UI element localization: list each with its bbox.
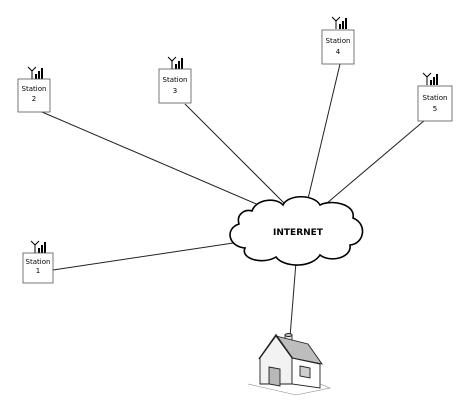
antenna-icon [422,72,438,85]
station-4-number: 4 [336,48,341,56]
antenna-icon [27,66,43,79]
station-5-number: 5 [433,105,437,113]
link-station-4 [306,63,341,204]
internet-cloud: INTERNET [229,195,364,266]
station-5-node: Station 5 [417,72,453,122]
link-station-2 [41,111,276,213]
station-2-label: Station [22,85,47,93]
connections [41,63,426,338]
station-3-number: 3 [173,87,177,95]
station-2-number: 2 [32,95,36,103]
antenna-icon [331,16,347,29]
link-station-5 [319,119,426,210]
station-4-label: Station [326,37,351,45]
link-home [289,261,297,338]
station-1-label: Station [26,258,51,266]
station-3-label: Station [163,76,188,84]
antenna-icon [167,56,183,69]
station-2-node: Station 2 [17,66,51,113]
cloud-label: INTERNET [273,228,324,238]
station-1-number: 1 [36,267,40,275]
station-5-label: Station [423,94,448,102]
station-1-node: Station 1 [22,240,54,284]
antenna-icon [30,240,46,253]
station-4-node: Station 4 [321,16,355,65]
link-station-1 [52,241,241,271]
station-3-node: Station 3 [158,56,192,104]
link-station-3 [184,103,289,208]
house-icon [247,333,332,396]
